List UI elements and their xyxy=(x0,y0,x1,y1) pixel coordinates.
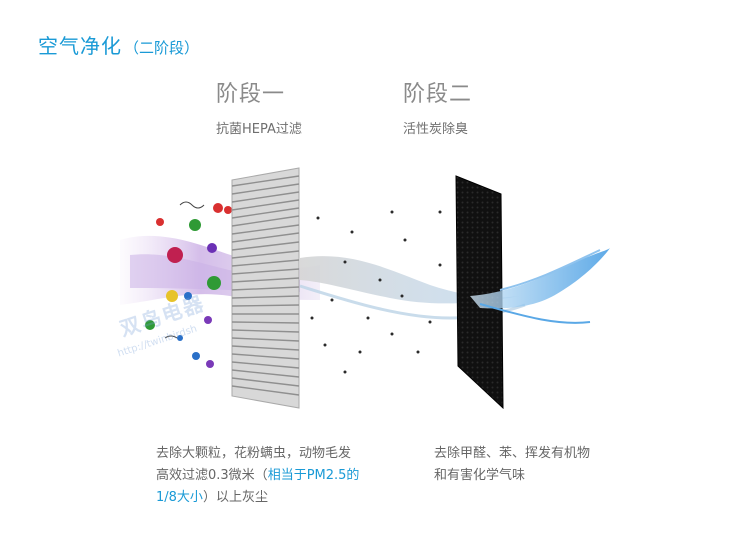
desc1-line3-highlight: 1/8大小 xyxy=(156,490,203,505)
stage-one-heading: 阶段一 xyxy=(216,82,286,107)
stage-one: 阶段一 抗菌HEPA过滤 xyxy=(216,76,302,137)
stage-two-subheading: 活性炭除臭 xyxy=(403,122,469,137)
stage-one-subheading: 抗菌HEPA过滤 xyxy=(216,122,302,137)
desc1-line2-highlight: 相当于PM2.5的 xyxy=(267,468,360,483)
hepa-filter-illustration xyxy=(231,167,300,409)
germ-icon xyxy=(145,201,232,368)
title-sub: （二阶段） xyxy=(124,39,200,57)
desc1-line2-plain: 高效过滤0.3微米（ xyxy=(156,468,268,483)
stage-two-description: 去除甲醛、苯、挥发有机物 和有害化学气味 xyxy=(434,443,644,487)
section-title: 空气净化（二阶段） xyxy=(38,30,199,59)
desc1-line2: 高效过滤0.3微米（相当于PM2.5的 xyxy=(156,465,396,487)
desc2-line1: 去除甲醛、苯、挥发有机物 xyxy=(434,446,591,461)
title-main: 空气净化 xyxy=(38,34,122,58)
stage-two: 阶段二 活性炭除臭 xyxy=(403,76,472,137)
desc2-line2: 和有害化学气味 xyxy=(434,468,526,483)
stage-one-description: 去除大颗粒，花粉螨虫，动物毛发 高效过滤0.3微米（相当于PM2.5的 1/8大… xyxy=(156,443,396,509)
stage-two-heading: 阶段二 xyxy=(403,82,473,107)
carbon-filter-illustration xyxy=(455,175,504,410)
desc1-line3: 1/8大小）以上灰尘 xyxy=(156,487,396,509)
desc1-line1: 去除大颗粒，花粉螨虫，动物毛发 xyxy=(156,446,352,461)
clean-airflow xyxy=(470,248,610,324)
desc1-line3-plain: ）以上灰尘 xyxy=(202,490,268,505)
